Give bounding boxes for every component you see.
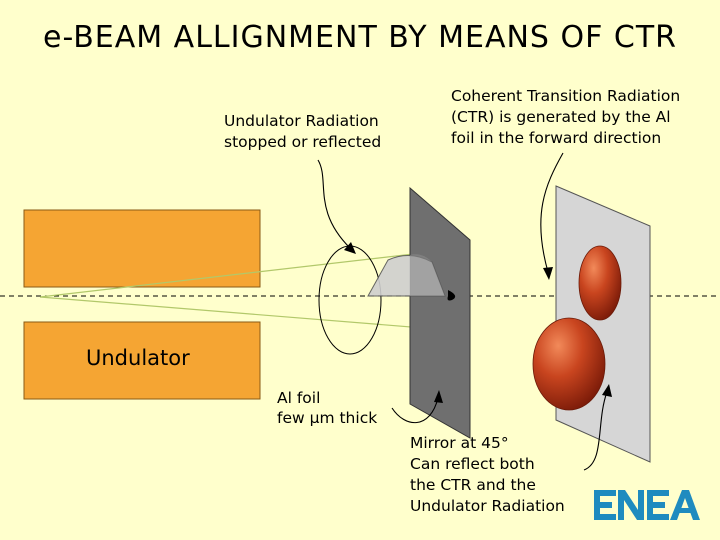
al-foil (409, 186, 471, 439)
enea-logo (594, 490, 700, 520)
label-ctr: Coherent Transition Radiation (CTR) is g… (451, 87, 681, 147)
label-undulator-radiation: Undulator Radiation stopped or reflected (224, 112, 382, 151)
arrowhead-mirror (602, 384, 612, 397)
radiation-cone-upper (39, 249, 449, 298)
undulator-magnet-top (23, 209, 261, 288)
arrowhead-ctr (543, 267, 553, 280)
radiation-cone-lower (39, 296, 449, 331)
arrowhead-al-foil (434, 390, 443, 403)
arrowhead-undulator-radiation (344, 242, 356, 254)
beam-cross-section (318, 245, 382, 355)
arrow-ctr (540, 152, 564, 273)
label-mirror: Mirror at 45° Can reflect both the CTR a… (410, 434, 565, 515)
arrow-undulator-radiation (317, 159, 351, 249)
slide-title: e-BEAM ALLIGNMENT BY MEANS OF CTR (42, 20, 678, 55)
ctr-spot-small (578, 245, 622, 321)
arrow-mirror (583, 391, 608, 471)
reflected-radiation-cone-dark (410, 254, 445, 296)
undulator-magnet-bottom (23, 321, 261, 400)
label-undulator: Undulator (86, 346, 190, 370)
beam-impact-spot (447, 290, 456, 301)
arrow-al-foil (391, 397, 439, 424)
ctr-spot-large (532, 317, 606, 411)
label-al-foil: Al foil few µm thick (277, 389, 378, 427)
